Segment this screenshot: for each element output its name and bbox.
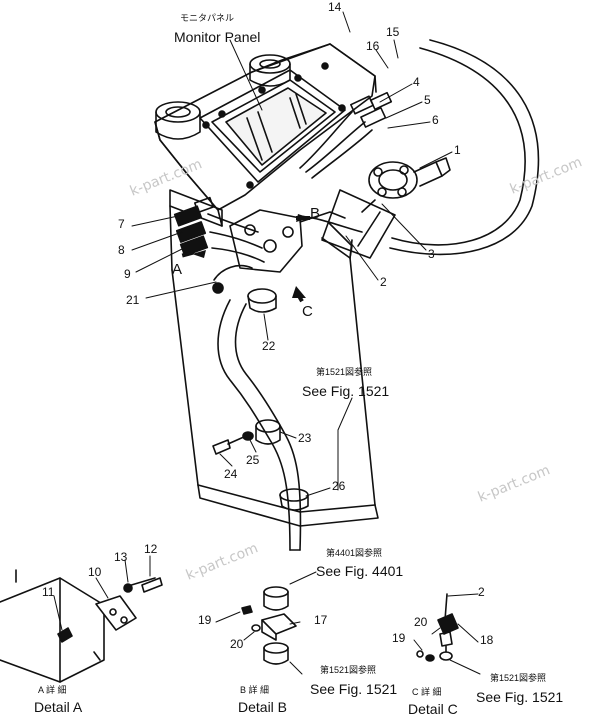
center-harness <box>175 198 362 312</box>
detail-b-label: Detail B <box>238 699 288 715</box>
monitor-panel-jp-label: モニタパネル <box>180 13 235 23</box>
callout-19-detail-b: 19 <box>198 613 212 627</box>
detail-a-jp: A 詳 細 <box>38 685 67 695</box>
detail-c-drawing <box>417 594 458 661</box>
ref-fig1521-main: See Fig. 1521 <box>302 383 390 399</box>
callout-13: 13 <box>114 550 128 564</box>
callout-8: 8 <box>118 243 125 257</box>
callout-16: 16 <box>366 39 380 53</box>
view-arrow-c-label: C <box>302 303 313 320</box>
ref-fig4401-jp: 第4401図参照 <box>326 548 383 558</box>
ref-fig1521-main-jp: 第1521図参照 <box>316 367 373 377</box>
ref-fig1521-b: See Fig. 1521 <box>310 681 398 697</box>
callout-22: 22 <box>262 339 276 353</box>
callout-11: 11 <box>42 585 55 599</box>
view-arrow-a-label: A <box>172 261 183 278</box>
right-cable <box>390 40 538 254</box>
callout-26: 26 <box>332 479 346 493</box>
detail-a-drawing <box>0 570 162 682</box>
ref-fig1521-b-jp: 第1521図参照 <box>320 665 377 675</box>
callout-12: 12 <box>144 542 158 556</box>
console-tower <box>170 190 395 526</box>
callout-1: 1 <box>454 143 461 157</box>
callout-14: 14 <box>328 0 342 14</box>
ref-fig4401: See Fig. 4401 <box>316 563 404 579</box>
callout-21: 21 <box>126 293 140 307</box>
ref-fig1521-c-jp: 第1521図参照 <box>490 673 547 683</box>
callout-18: 18 <box>480 633 494 647</box>
callout-20-detail-c: 20 <box>414 615 428 629</box>
detail-c-jp: C 詳 細 <box>412 687 442 697</box>
callout-20-detail-b: 20 <box>230 637 244 651</box>
callout-10: 10 <box>88 565 102 579</box>
callout-15: 15 <box>386 25 400 39</box>
callout-25: 25 <box>246 453 260 467</box>
monitor-panel-label: Monitor Panel <box>174 29 261 45</box>
monitor-panel-housing <box>155 44 376 226</box>
callout-24: 24 <box>224 467 238 481</box>
callout-4: 4 <box>413 75 420 89</box>
ref-fig1521-c: See Fig. 1521 <box>476 689 564 705</box>
detail-c-label: Detail C <box>408 701 458 717</box>
callout-9: 9 <box>124 267 131 281</box>
detail-b-drawing <box>242 587 296 664</box>
callout-2: 2 <box>380 275 387 289</box>
callout-3: 3 <box>428 247 435 261</box>
callout-23: 23 <box>298 431 312 445</box>
detail-a-label: Detail A <box>34 699 83 715</box>
view-arrow-b-label: B <box>310 205 321 222</box>
callout-17: 17 <box>314 613 328 627</box>
key-switch <box>362 158 450 212</box>
view-arrows <box>181 214 310 303</box>
callout-6: 6 <box>432 113 439 127</box>
detail-b-jp: B 詳 細 <box>240 685 270 695</box>
callout-5: 5 <box>424 93 431 107</box>
callout-7: 7 <box>118 217 125 231</box>
conduit <box>218 300 308 550</box>
bolt-washer-24-25 <box>213 432 253 454</box>
callout-19-detail-c: 19 <box>392 631 406 645</box>
leader-lines <box>54 12 480 674</box>
callout-2-detail-c: 2 <box>478 585 485 599</box>
connectors-right <box>300 93 391 178</box>
